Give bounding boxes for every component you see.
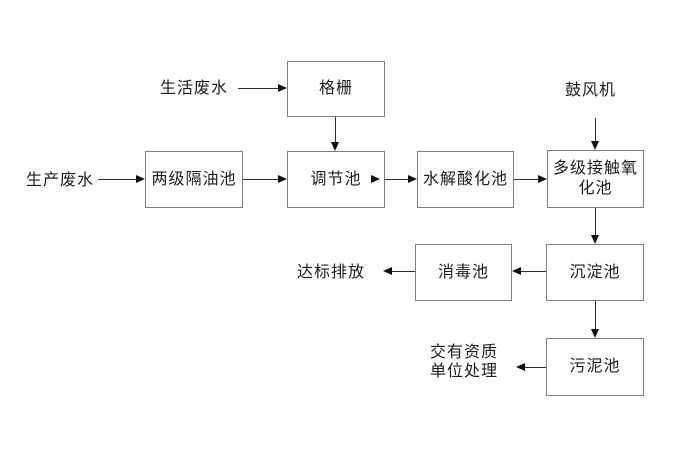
- node-sludge-tank: 污泥池: [546, 338, 644, 396]
- arrowhead-oil-separator-to-regulating-tank: [278, 175, 287, 183]
- arrowhead-sludge-to-qualified-disposal: [516, 363, 525, 371]
- arrow-shaft-hydrolysis-to-oxidation: [514, 179, 538, 180]
- arrowhead-oxidation-to-sedimentation: [591, 235, 599, 244]
- arrowhead-sedimentation-to-sludge: [591, 329, 599, 338]
- arrow-shaft-oxidation-to-sedimentation: [595, 208, 596, 235]
- arrowhead-regulating-tank-outlet: [371, 175, 380, 183]
- arrowhead-blower-to-oxidation: [591, 141, 599, 150]
- arrow-shaft-sludge-to-qualified-disposal: [525, 367, 546, 368]
- node-sedimentation-tank: 沉淀池: [546, 244, 644, 301]
- arrow-shaft-production-to-oil-separator: [98, 179, 136, 180]
- node-multi-stage-contact-oxidation-tank: 多级接触氧化池: [547, 150, 644, 208]
- arrow-shaft-sedimentation-to-sludge: [595, 301, 596, 329]
- node-bar-screen: 格栅: [287, 61, 385, 117]
- label-blower: 鼓风机: [565, 82, 617, 99]
- label-qualified-unit-disposal: 交有资质 单位处理: [430, 344, 499, 380]
- label-domestic-wastewater: 生活废水: [160, 80, 229, 97]
- label-production-wastewater: 生产废水: [26, 172, 95, 189]
- node-regulating-tank: 调节池: [287, 151, 385, 208]
- arrowhead-production-to-oil-separator: [136, 175, 145, 183]
- arrowhead-domestic-to-bar-screen: [278, 84, 287, 92]
- arrowhead-sedimentation-to-disinfection: [512, 267, 521, 275]
- arrow-shaft-regulating-to-hydrolysis: [385, 179, 408, 180]
- node-two-stage-oil-separator: 两级隔油池: [145, 151, 243, 208]
- arrow-shaft-bar-screen-to-regulating-tank: [335, 117, 336, 142]
- arrowhead-hydrolysis-to-oxidation: [538, 175, 547, 183]
- arrow-shaft-blower-to-oxidation: [595, 118, 596, 141]
- arrowhead-disinfection-to-discharge: [383, 267, 392, 275]
- arrow-shaft-sedimentation-to-disinfection: [521, 271, 546, 272]
- arrow-shaft-disinfection-to-discharge: [392, 271, 415, 272]
- arrow-shaft-domestic-to-bar-screen: [238, 88, 278, 89]
- arrow-shaft-oil-separator-to-regulating-tank: [243, 179, 278, 180]
- node-disinfection-tank: 消毒池: [415, 244, 512, 301]
- label-standard-discharge: 达标排放: [297, 264, 366, 281]
- node-hydrolysis-acidification-tank: 水解酸化池: [417, 151, 514, 208]
- arrowhead-bar-screen-to-regulating-tank: [331, 142, 339, 151]
- arrowhead-regulating-to-hydrolysis: [408, 175, 417, 183]
